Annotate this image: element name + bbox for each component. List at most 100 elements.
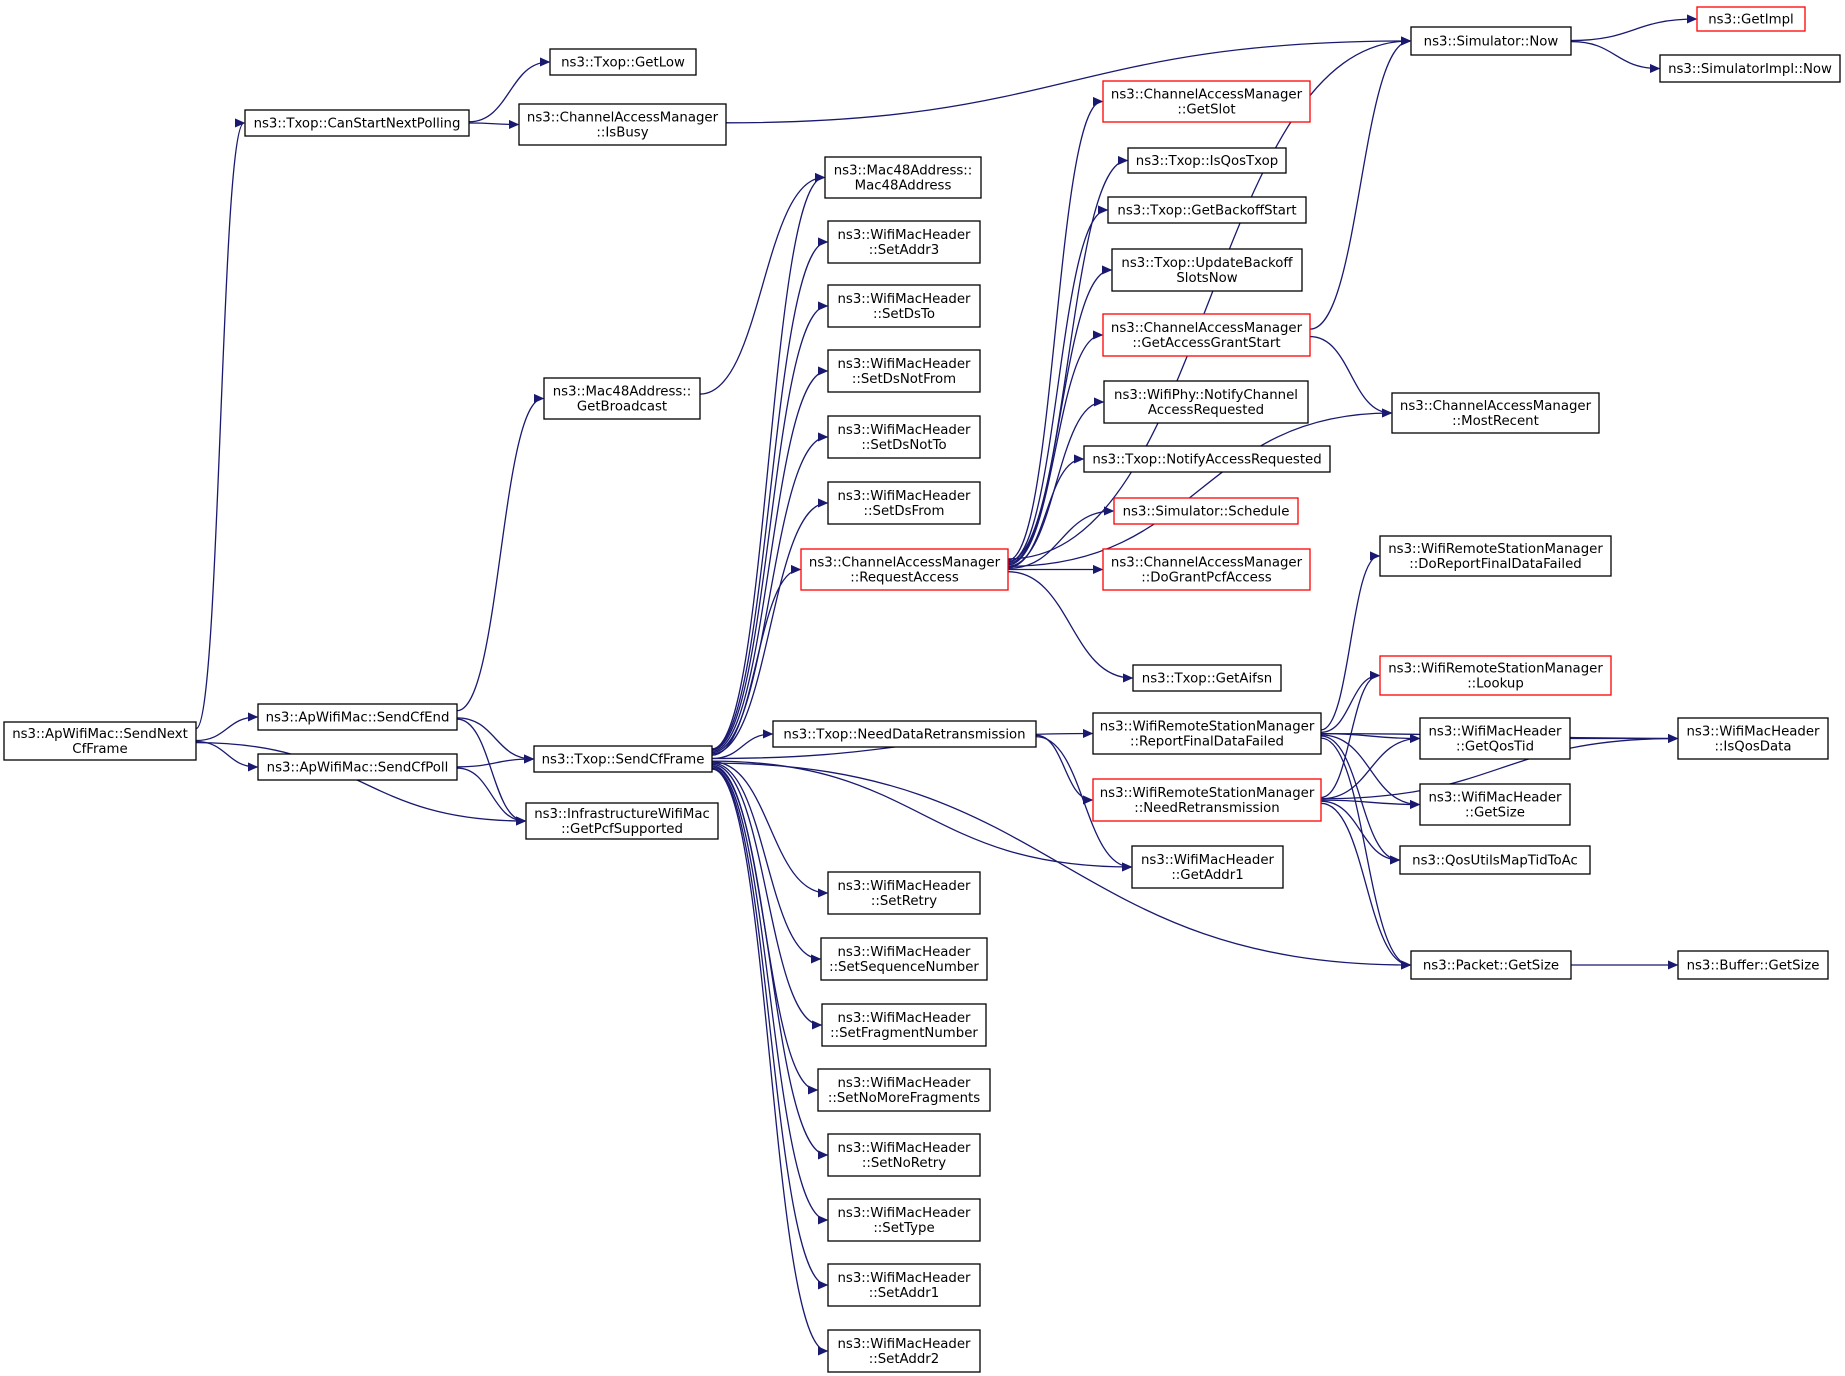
node-setAddr1[interactable]: ns3::WifiMacHeader::SetAddr1 — [827, 1263, 981, 1307]
edge-sendCfFrame-to-needDataRetx — [711, 734, 772, 760]
node-setAddr3[interactable]: ns3::WifiMacHeader::SetAddr3 — [827, 220, 981, 264]
node-requestAccess[interactable]: ns3::ChannelAccessManager::RequestAccess — [800, 548, 1009, 591]
node-setDsFrom[interactable]: ns3::WifiMacHeader::SetDsFrom — [827, 481, 981, 525]
node-box — [1379, 655, 1612, 696]
node-getAifsn[interactable]: ns3::Txop::GetAifsn — [1132, 664, 1282, 692]
node-label: ns3::ApWifiMac::SendNext — [12, 727, 188, 742]
node-doGrantPcf[interactable]: ns3::ChannelAccessManager::DoGrantPcfAcc… — [1102, 548, 1311, 591]
node-label: ::GetQosTid — [1456, 740, 1534, 755]
node-label: ns3::Simulator::Schedule — [1123, 505, 1290, 520]
node-isQosTxop[interactable]: ns3::Txop::IsQosTxop — [1127, 147, 1287, 174]
edge-reportFinal-to-doReportFinal — [1320, 556, 1379, 731]
node-label: ns3::WifiMacHeader — [837, 1011, 971, 1026]
node-isBusy[interactable]: ns3::ChannelAccessManager::IsBusy — [518, 103, 727, 146]
node-box — [1083, 445, 1331, 473]
node-sendCfEnd[interactable]: ns3::ApWifiMac::SendCfEnd — [257, 703, 458, 731]
node-sendCfPoll[interactable]: ns3::ApWifiMac::SendCfPoll — [257, 753, 458, 781]
node-box — [549, 48, 697, 76]
node-label: ns3::WifiMacHeader — [837, 292, 971, 307]
node-label: ns3::WifiMacHeader — [837, 1076, 971, 1091]
node-schedule[interactable]: ns3::Simulator::Schedule — [1113, 497, 1299, 525]
node-setType[interactable]: ns3::WifiMacHeader::SetType — [827, 1198, 981, 1242]
node-box — [827, 284, 981, 328]
node-notifyChannel[interactable]: ns3::WifiPhy::NotifyChannelAccessRequest… — [1103, 380, 1309, 424]
node-mapTid[interactable]: ns3::QosUtilsMapTidToAc — [1399, 845, 1591, 875]
node-getAccessGrant[interactable]: ns3::ChannelAccessManager::GetAccessGran… — [1102, 313, 1311, 357]
edge-requestAccess-to-getBackoffStart — [1007, 210, 1107, 563]
node-box — [1696, 6, 1806, 32]
node-doReportFinal[interactable]: ns3::WifiRemoteStationManager::DoReportF… — [1379, 535, 1612, 577]
node-needDataRetx[interactable]: ns3::Txop::NeedDataRetransmission — [772, 720, 1037, 748]
node-label: ns3::ApWifiMac::SendCfEnd — [266, 711, 450, 726]
edge-getBroadcast-to-mac48 — [699, 178, 824, 395]
node-getPcf[interactable]: ns3::InfrastructureWifiMac::GetPcfSuppor… — [525, 802, 719, 840]
node-setNoMore[interactable]: ns3::WifiMacHeader::SetNoMoreFragments — [817, 1068, 991, 1112]
node-getAddr1[interactable]: ns3::WifiMacHeader::GetAddr1 — [1131, 845, 1284, 889]
node-getLow[interactable]: ns3::Txop::GetLow — [549, 48, 697, 76]
edge-requestAccess-to-getAifsn — [1007, 571, 1132, 678]
edge-requestAccess-to-getSlot — [1007, 102, 1102, 561]
node-getBroadcast[interactable]: ns3::Mac48Address::GetBroadcast — [543, 377, 701, 420]
edge-root-to-getPcf — [195, 741, 525, 821]
node-label: ns3::Txop::CanStartNextPolling — [254, 117, 461, 132]
node-box — [518, 103, 727, 146]
node-sendCfFrame[interactable]: ns3::Txop::SendCfFrame — [533, 745, 713, 773]
node-label: ::Lookup — [1467, 677, 1524, 692]
node-setSeq[interactable]: ns3::WifiMacHeader::SetSequenceNumber — [820, 937, 988, 981]
node-label: ::DoReportFinalDataFailed — [1409, 557, 1581, 572]
edge-root-to-sendCfEnd — [195, 717, 257, 742]
node-box — [1399, 845, 1591, 875]
edge-canStart-to-isBusy — [468, 123, 518, 124]
node-mac48[interactable]: ns3::Mac48Address::Mac48Address — [824, 156, 982, 199]
node-label: ns3::ApWifiMac::SendCfPoll — [267, 761, 449, 776]
edge-needDataRetx-to-getAddr1 — [1035, 736, 1131, 867]
node-label: ::SetFragmentNumber — [830, 1026, 978, 1041]
node-simNow[interactable]: ns3::Simulator::Now — [1410, 26, 1572, 56]
node-box — [1102, 80, 1311, 123]
node-box — [821, 1003, 987, 1047]
node-label: ns3::InfrastructureWifiMac — [534, 807, 710, 822]
node-needRetx[interactable]: ns3::WifiRemoteStationManager::NeedRetra… — [1092, 778, 1322, 822]
node-label: ns3::ChannelAccessManager — [1111, 321, 1303, 336]
node-getImpl[interactable]: ns3::GetImpl — [1696, 6, 1806, 32]
node-box — [1132, 664, 1282, 692]
node-box — [543, 377, 701, 420]
edge-requestAccess-to-simNow — [1007, 41, 1410, 560]
node-setDsTo[interactable]: ns3::WifiMacHeader::SetDsTo — [827, 284, 981, 328]
node-reportFinal[interactable]: ns3::WifiRemoteStationManager::ReportFin… — [1092, 712, 1322, 755]
node-hdrGetSize[interactable]: ns3::WifiMacHeader::GetSize — [1419, 783, 1571, 826]
node-label: ::DoGrantPcfAccess — [1141, 571, 1271, 586]
node-simImplNow[interactable]: ns3::SimulatorImpl::Now — [1659, 54, 1841, 83]
node-bufGetSize[interactable]: ns3::Buffer::GetSize — [1677, 950, 1829, 980]
node-mostRecent[interactable]: ns3::ChannelAccessManager::MostRecent — [1391, 392, 1600, 434]
node-label: ::GetSlot — [1177, 103, 1235, 118]
node-label: ns3::WifiMacHeader — [837, 1337, 971, 1352]
edge-requestAccess-to-notifyChannel — [1007, 402, 1103, 567]
edge-simNow-to-getImpl — [1570, 19, 1696, 42]
node-box — [1131, 845, 1284, 889]
node-canStart[interactable]: ns3::Txop::CanStartNextPolling — [244, 109, 470, 137]
node-label: ns3::WifiMacHeader — [1141, 853, 1275, 868]
node-getBackoffStart[interactable]: ns3::Txop::GetBackoffStart — [1107, 196, 1307, 224]
node-box — [1677, 717, 1829, 760]
node-pktGetSize[interactable]: ns3::Packet::GetSize — [1410, 950, 1572, 980]
node-label: ns3::WifiMacHeader — [837, 1206, 971, 1221]
node-isQosData[interactable]: ns3::WifiMacHeader::IsQosData — [1677, 717, 1829, 760]
node-label: ns3::WifiPhy::NotifyChannel — [1114, 388, 1298, 403]
edge-sendCfFrame-to-setDsTo — [711, 306, 827, 751]
node-getSlot[interactable]: ns3::ChannelAccessManager::GetSlot — [1102, 80, 1311, 123]
node-setFrag[interactable]: ns3::WifiMacHeader::SetFragmentNumber — [821, 1003, 987, 1047]
node-setNoRetry[interactable]: ns3::WifiMacHeader::SetNoRetry — [827, 1133, 981, 1177]
node-setDsNotTo[interactable]: ns3::WifiMacHeader::SetDsNotTo — [827, 415, 981, 459]
node-label: ns3::WifiMacHeader — [837, 357, 971, 372]
node-box — [257, 703, 458, 731]
node-lookup[interactable]: ns3::WifiRemoteStationManager::Lookup — [1379, 655, 1612, 696]
node-setDsNotFrom[interactable]: ns3::WifiMacHeader::SetDsNotFrom — [827, 349, 981, 393]
node-setAddr2[interactable]: ns3::WifiMacHeader::SetAddr2 — [827, 1329, 981, 1373]
node-setRetry[interactable]: ns3::WifiMacHeader::SetRetry — [827, 871, 981, 915]
node-getQosTid[interactable]: ns3::WifiMacHeader::GetQosTid — [1419, 717, 1571, 760]
node-notifyAccess[interactable]: ns3::Txop::NotifyAccessRequested — [1083, 445, 1331, 473]
